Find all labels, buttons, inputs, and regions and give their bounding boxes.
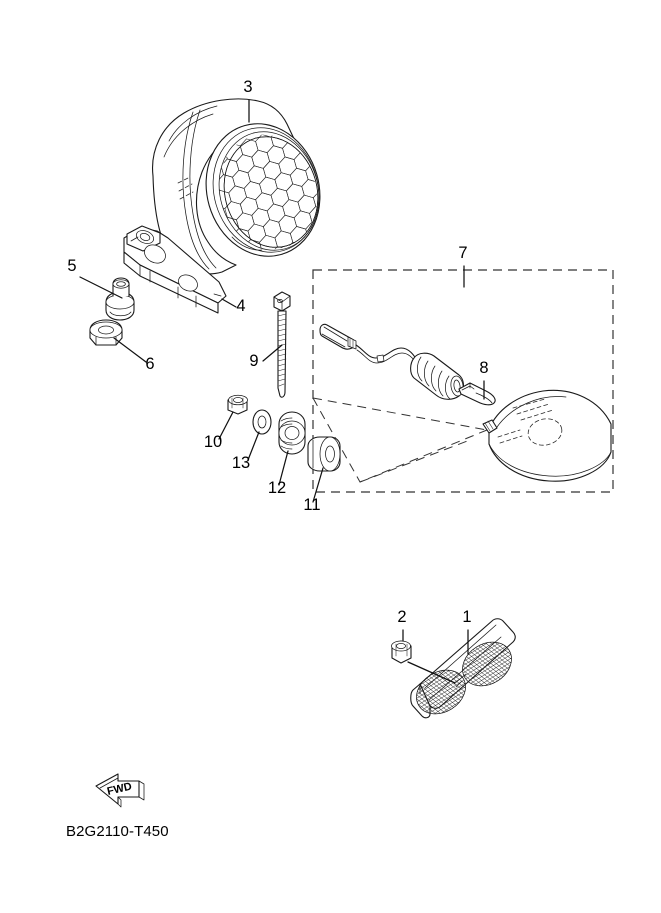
callout-5: 5 <box>67 257 76 275</box>
leader-lines <box>79 99 485 684</box>
callout-numbers: 3 4 5 6 7 8 9 10 11 12 13 1 2 <box>67 78 488 626</box>
callout-1: 1 <box>462 608 471 626</box>
callout-7: 7 <box>458 244 467 262</box>
flasher-assembly-group-box <box>312 269 614 493</box>
callout-6: 6 <box>145 355 154 373</box>
callout-13: 13 <box>232 454 250 472</box>
fwd-arrow-marker: FWD <box>95 773 145 808</box>
callout-8: 8 <box>479 359 488 377</box>
washer-plain <box>252 409 272 435</box>
headlight-bracket <box>123 225 227 314</box>
assembly-projection-lines <box>312 397 488 483</box>
sheet-part-number: B2G2110-T450 <box>66 823 169 840</box>
callout-10: 10 <box>204 433 222 451</box>
callout-9: 9 <box>249 352 258 370</box>
grommet-flasher <box>278 411 306 455</box>
collar-nut <box>89 319 123 346</box>
collar-flasher <box>307 436 341 472</box>
callout-4: 4 <box>236 297 245 315</box>
nut-reflector <box>391 640 412 664</box>
reflector-light-unit <box>410 618 520 723</box>
flasher-light-assembly <box>319 323 612 482</box>
callout-11: 11 <box>303 496 320 514</box>
callout-3: 3 <box>243 78 252 96</box>
fwd-label: FWD <box>106 781 133 798</box>
damper-grommet <box>105 277 135 321</box>
headlight-housing <box>151 98 331 275</box>
bulb <box>458 382 496 406</box>
nut-flange <box>227 394 248 415</box>
callout-2: 2 <box>397 608 406 626</box>
cable-tie-band <box>273 291 291 398</box>
callout-12: 12 <box>268 479 286 497</box>
